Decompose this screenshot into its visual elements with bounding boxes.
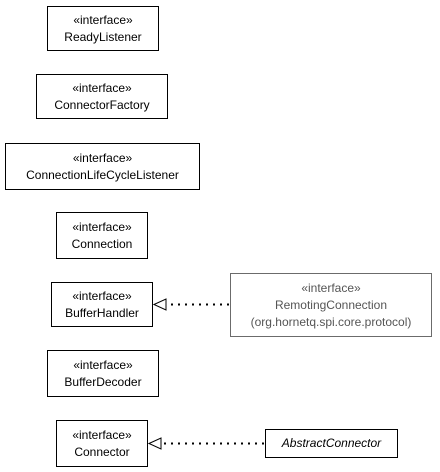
stereotype-label: «interface» — [72, 219, 132, 234]
interface-connector-factory[interactable]: «interface» ConnectorFactory — [36, 74, 168, 119]
stereotype-label: «interface» — [301, 280, 361, 295]
interface-name: Connection — [71, 236, 133, 251]
interface-name: RemotingConnection — [274, 297, 388, 312]
class-abstract-connector[interactable]: AbstractConnector — [265, 429, 398, 458]
interface-name: ReadyListener — [64, 29, 142, 44]
stereotype-label: «interface» — [72, 427, 132, 442]
interface-connection[interactable]: «interface» Connection — [56, 212, 148, 259]
interface-name: ConnectorFactory — [54, 97, 150, 112]
realization-abstract-connector-to-connector — [147, 437, 264, 450]
realization-remoting-to-buffer-handler — [152, 298, 229, 311]
interface-name: ConnectionLifeCycleListener — [26, 167, 179, 182]
hollow-triangle-arrowhead-icon — [152, 298, 167, 311]
interface-remoting-connection[interactable]: «interface» RemotingConnection (org.horn… — [230, 273, 432, 337]
stereotype-label: «interface» — [73, 12, 133, 27]
stereotype-label: «interface» — [72, 80, 132, 95]
interface-ready-listener[interactable]: «interface» ReadyListener — [47, 6, 159, 51]
stereotype-label: «interface» — [72, 150, 133, 165]
hollow-triangle-arrowhead-icon — [147, 437, 162, 450]
stereotype-label: «interface» — [72, 288, 132, 303]
interface-connector[interactable]: «interface» Connector — [56, 420, 148, 467]
interface-connection-life-cycle-listener[interactable]: «interface» ConnectionLifeCycleListener — [5, 143, 200, 190]
interface-name: BufferDecoder — [64, 374, 142, 389]
interface-name: BufferHandler — [65, 305, 139, 320]
package-label: (org.hornetq.spi.core.protocol) — [250, 314, 412, 329]
interface-buffer-handler[interactable]: «interface» BufferHandler — [51, 282, 153, 327]
interface-name: Connector — [74, 444, 130, 459]
stereotype-label: «interface» — [73, 357, 133, 372]
interface-buffer-decoder[interactable]: «interface» BufferDecoder — [47, 350, 159, 397]
class-name: AbstractConnector — [281, 436, 382, 450]
